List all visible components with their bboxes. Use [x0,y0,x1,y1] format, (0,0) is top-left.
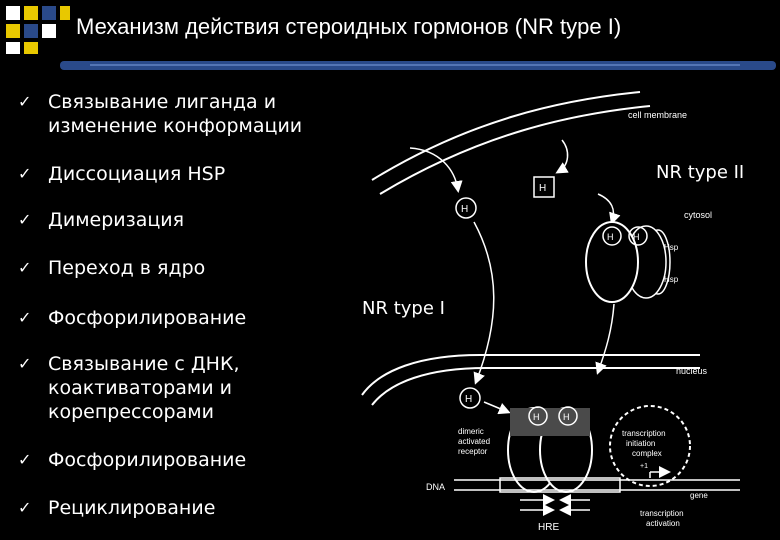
hormone-label: H [633,232,640,242]
hormone-label: H [539,183,546,194]
check-icon: ✓ [18,92,32,111]
arrow-translocation [595,303,615,375]
hsp-label: Hsp [664,243,679,252]
slide-title: Механизм действия стероидных гормонов (N… [76,14,622,39]
bullet-item: ✓ Переход в ядро [8,256,205,280]
check-icon: ✓ [18,498,32,517]
label-nr-type-ii: NR type II [656,162,745,183]
hre-box [499,477,621,493]
logo-squares [6,6,70,54]
bullet-item: ✓ Связывание лиганда и изменение конформ… [8,90,302,138]
check-icon: ✓ [18,210,32,229]
bullet-item: ✓ Рециклирование [8,496,215,520]
title-underline-bar [60,61,776,70]
transcription-complex [609,405,691,487]
hre-label: HRE [538,522,559,533]
hormone-dimer [528,406,548,426]
check-icon: ✓ [18,258,32,277]
dimeric-label: receptor [458,447,488,456]
hormone-bound [628,226,648,246]
hormone-label: H [461,204,468,215]
complex-label: complex [632,449,662,458]
hsp-label: Hsp [664,275,679,284]
bullet-item: ✓ Фосфорилирование [8,306,246,330]
dimer-shading [510,408,590,436]
bullet-item: ✓ Фосфорилирование [8,448,246,472]
bullet-text: Связывание лиганда и изменение конформац… [48,91,303,137]
steroid-mechanism-diagram: cell membrane nucleus cytosol H H H H H … [361,91,740,533]
hormone-bound [602,226,622,246]
hormone-label: H [607,232,614,242]
activation-label: transcription [640,509,684,518]
cell-membrane-inner [379,105,651,195]
arrow-to-dimer [483,401,511,415]
check-icon: ✓ [18,164,32,183]
dimeric-label: dimeric [458,427,484,436]
dimeric-label: activated [458,437,490,446]
bullet-text: Димеризация [48,209,185,231]
check-icon: ✓ [18,354,32,373]
check-icon: ✓ [18,450,32,469]
gene-label: gene [690,491,708,500]
arrow-entry-type-i [409,147,463,193]
cell-membrane-label: cell membrane [628,110,687,120]
hormone-dimer [558,406,578,426]
bullet-text: Связывание с ДНК, коактиваторами и кореп… [48,353,240,423]
nucleus-label: nucleus [676,366,708,376]
bullet-item: ✓ Димеризация [8,208,184,232]
arrow-to-nucleus [473,221,495,385]
plus-one-label: +1 [640,463,648,470]
bullet-text: Фосфорилирование [48,449,247,471]
complex-label: initiation [626,439,655,448]
nuclear-membrane-inner [371,367,700,406]
hormone-nucleus [459,387,481,409]
bullet-item: ✓ Диссоциация HSP [8,162,225,186]
bullet-text: Переход в ядро [48,257,206,279]
receptor-monomer [585,221,639,303]
hormone-label: H [465,394,472,405]
label-nr-type-i: NR type I [362,298,445,319]
arrow-to-hsp-complex [597,193,621,225]
cell-membrane-outer [371,91,641,181]
check-icon: ✓ [18,308,32,327]
hormone-label: H [533,412,540,422]
hormone-cytosol [455,197,477,219]
bullet-text: Фосфорилирование [48,307,247,329]
cytosol-label: cytosol [684,210,712,220]
bullet-text: Диссоциация HSP [48,163,226,185]
hormone-label: H [563,412,570,422]
activation-label: activation [646,519,680,528]
hormone-box [533,176,555,198]
nuclear-membrane-outer [361,354,700,396]
dna-label: DNA [426,482,445,492]
complex-label: transcription [622,429,666,438]
bullet-item: ✓ Связывание с ДНК, коактиваторами и кор… [8,352,239,424]
arrow-entry-type-ii [555,139,569,174]
bullet-text: Рециклирование [48,497,216,519]
